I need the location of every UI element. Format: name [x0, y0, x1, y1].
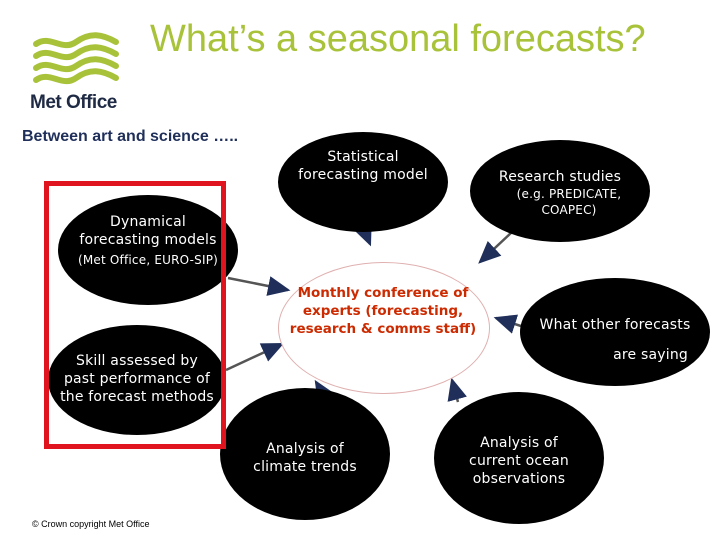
research-studies-node: [470, 140, 650, 242]
climate-trends-node: [220, 388, 390, 520]
slide-title: What’s a seasonal forecasts?: [150, 18, 646, 60]
arrow-other: [493, 314, 525, 334]
ocean-label: Analysis of current ocean observations: [469, 435, 569, 487]
research-detail: (e.g. PREDICATE, COAPEC): [516, 187, 622, 217]
met-office-waves-logo: [33, 32, 119, 85]
conference-label: Monthly conference of experts (forecasti…: [289, 285, 477, 337]
subtitle: Between art and science …..: [22, 128, 239, 145]
skill-assessed-node: [48, 325, 226, 435]
dynamical-detail: (Met Office, EURO-SIP): [77, 253, 219, 267]
arrow-research: [478, 231, 513, 264]
dynamical-models-node: [58, 195, 238, 305]
arrow-skill: [225, 342, 285, 372]
copyright-text: © Crown copyright Met Office: [32, 519, 150, 529]
skill-label: Skill assessed by past performance of th…: [60, 353, 214, 405]
arrow-ocean: [447, 377, 467, 403]
research-label: Research studies: [498, 169, 622, 185]
arrow-dynamical: [227, 276, 291, 296]
logo-text: Met Office: [30, 92, 117, 113]
ocean-observations-node: [434, 392, 604, 524]
other-forecasts-node: [520, 278, 710, 386]
other-forecasts-label: What other forecasts are saying: [539, 317, 691, 363]
statistical-model-node: [278, 132, 448, 232]
conference-node: [278, 262, 490, 394]
highlight-box: [44, 181, 226, 449]
dynamical-label: Dynamical forecasting models: [79, 214, 217, 248]
statistical-label: Statistical forecasting model: [298, 149, 428, 183]
climate-label: Analysis of climate trends: [253, 441, 357, 475]
